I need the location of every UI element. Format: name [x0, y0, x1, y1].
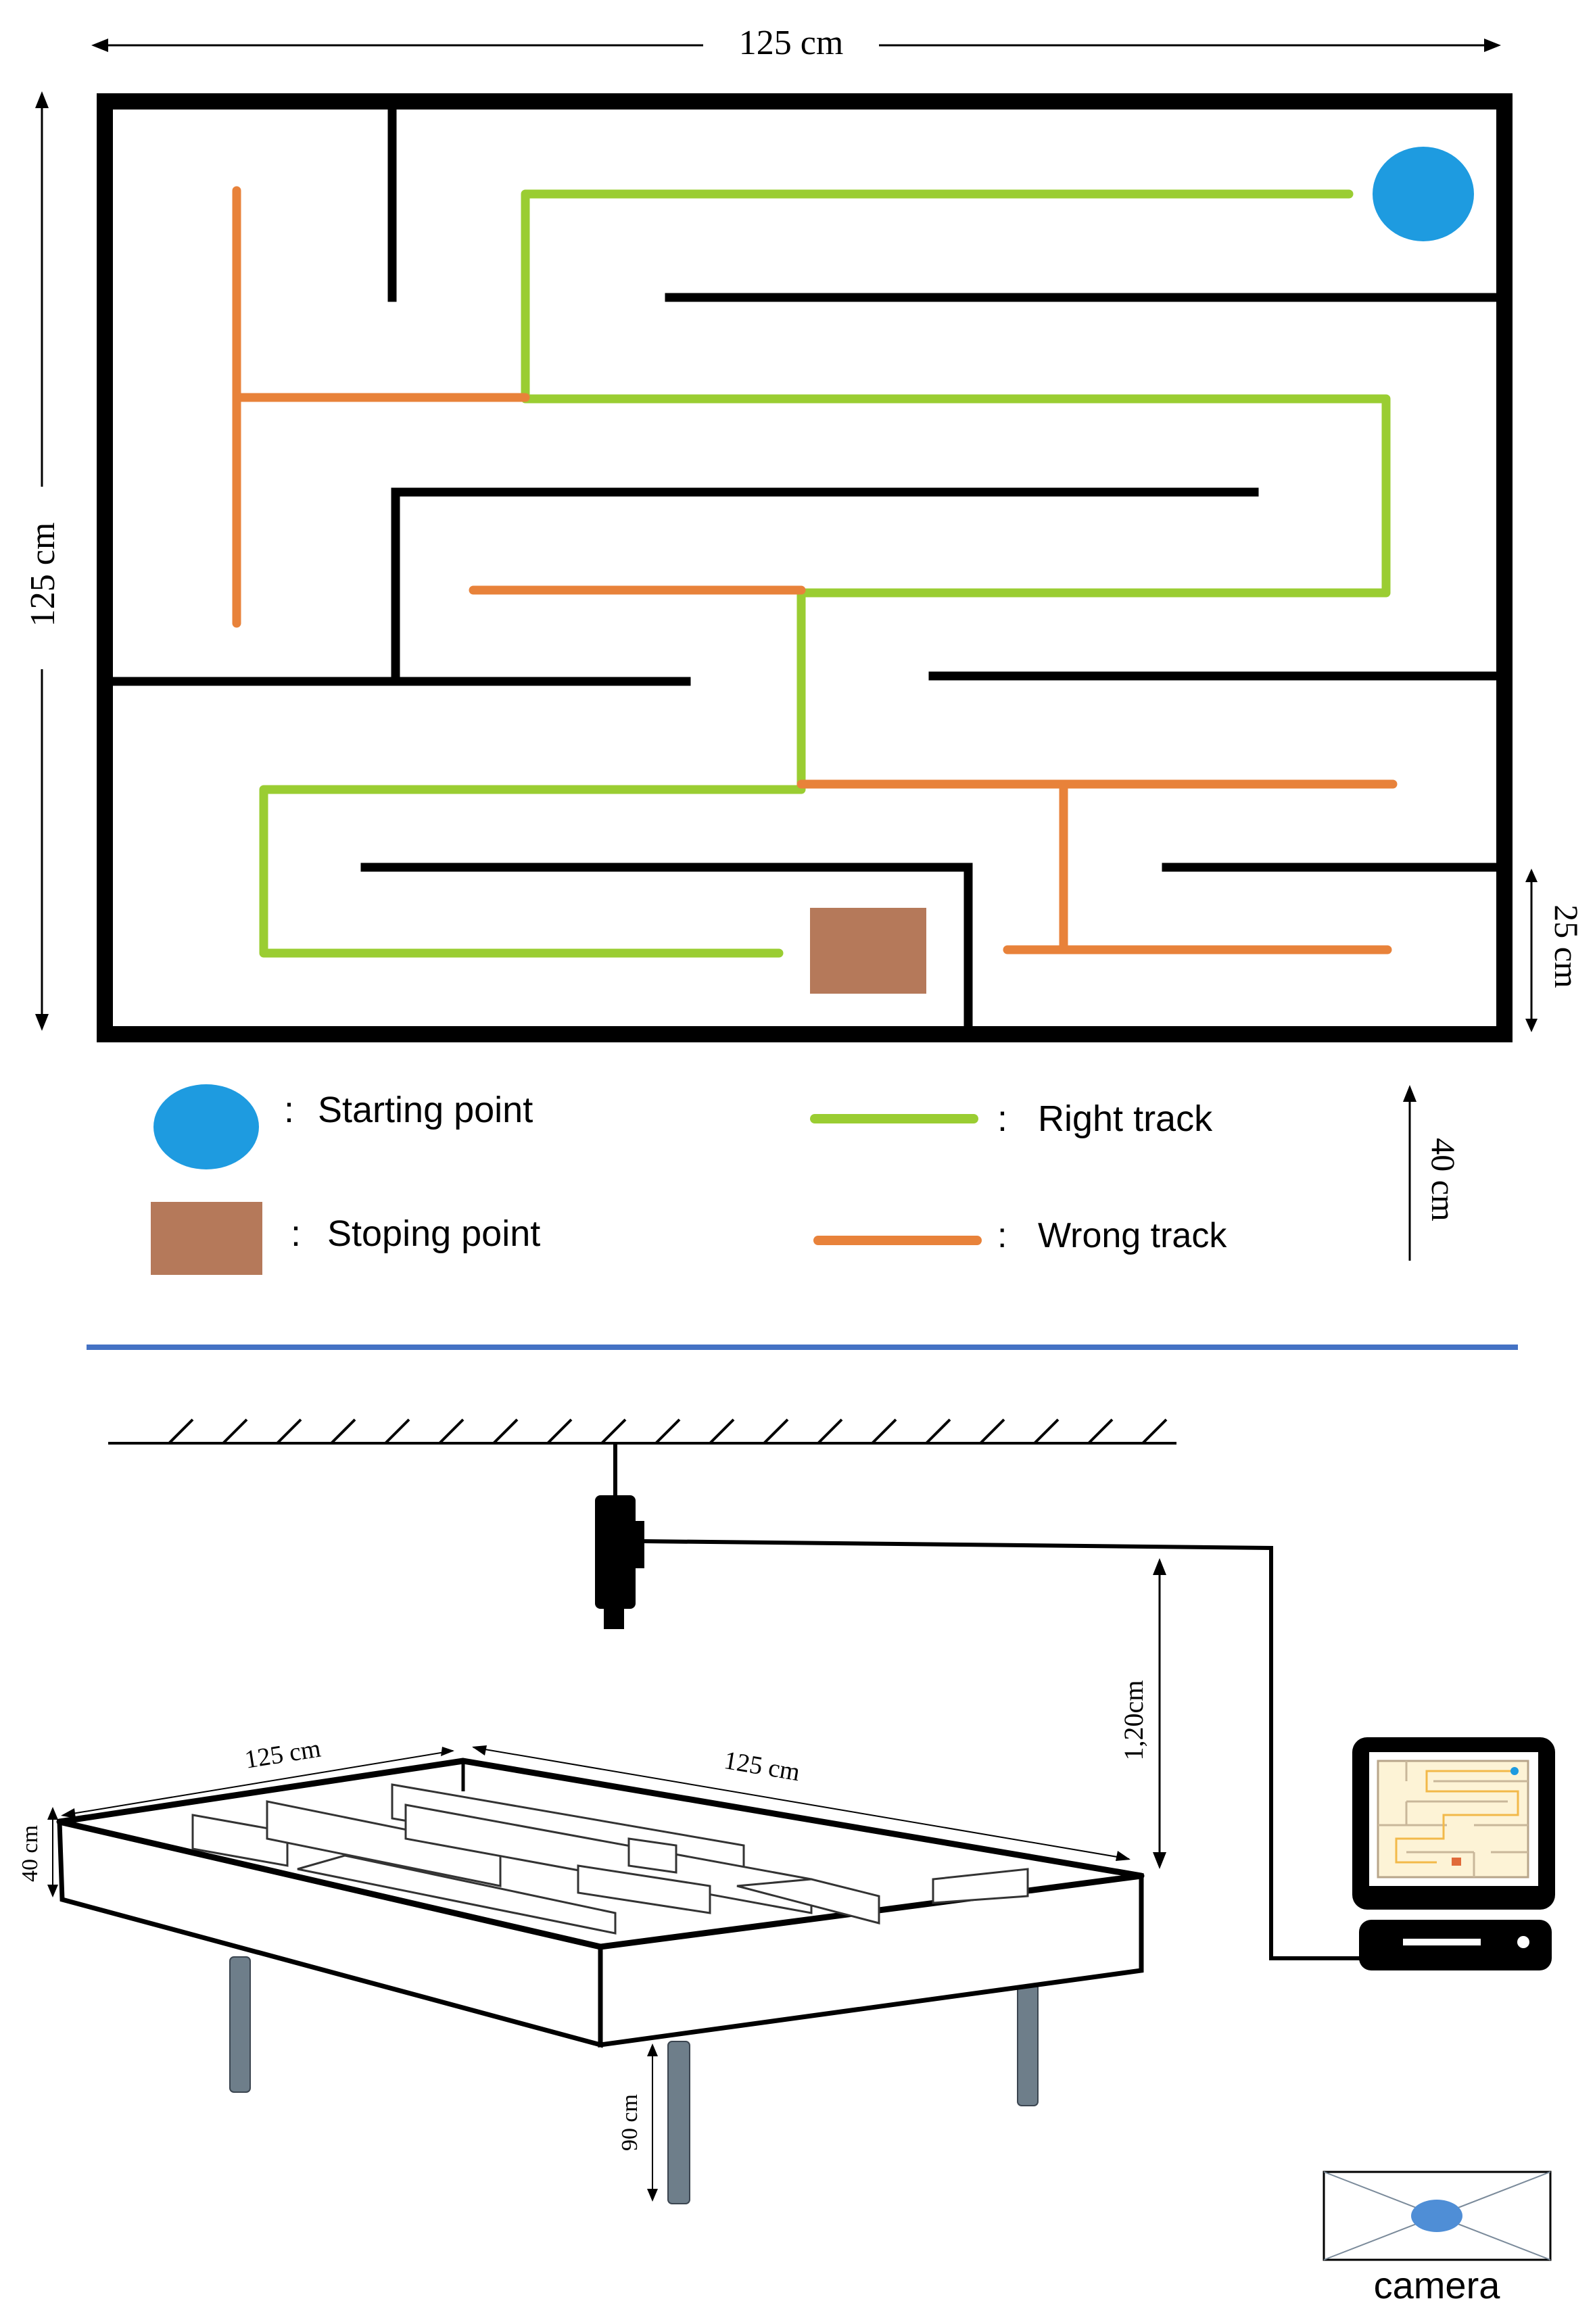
table-inner-walls [191, 1783, 1029, 1935]
cell-dimension: 25 cm [1525, 869, 1586, 1032]
table-leg [1017, 1983, 1039, 2106]
legend-start-label: Starting point [318, 1090, 533, 1130]
wall-height-dimension: 40 cm [1403, 1085, 1462, 1261]
table-leg [667, 2041, 690, 2204]
camera-height-label: 1,20cm [1118, 1680, 1149, 1761]
legend-right-label: Right track [1038, 1098, 1213, 1139]
leg-height-label: 90 cm [617, 2094, 642, 2151]
ceiling-camera [595, 1443, 644, 1629]
table-leg [229, 1956, 251, 2093]
height-label: 125 cm [24, 523, 62, 627]
legend-wrong-separator: : [997, 1216, 1007, 1255]
width-dimension: 125 cm [91, 24, 1501, 62]
table-length-label: 125 cm [722, 1746, 802, 1787]
right-track-path [259, 189, 1391, 958]
maze-table [56, 1758, 1145, 2204]
stopping-point-marker [810, 908, 926, 994]
legend: : Starting point : Stoping point : Right… [151, 1084, 1227, 1275]
experiment-setup: 1,20cm [18, 1418, 1555, 2306]
legend-wrong-label: Wrong track [1038, 1216, 1227, 1255]
camera-legend-label: camera [1374, 2264, 1501, 2306]
table-top-rim [56, 1758, 1145, 1950]
height-dimension: 125 cm [24, 91, 62, 1031]
camera-height-dimension: 1,20cm [1118, 1558, 1166, 1869]
legend-start-swatch [153, 1084, 259, 1169]
table-wall-label: 40 cm [18, 1825, 43, 1882]
maze-outer-wall [97, 93, 1513, 1042]
maze-plan: 125 cm 125 cm [24, 24, 1586, 1275]
legend-start-separator: : [284, 1090, 294, 1130]
wall-height-label: 40 cm [1425, 1138, 1462, 1221]
wrong-track-paths [232, 186, 1398, 954]
camera-cable [644, 1539, 1366, 1960]
legend-right-separator: : [997, 1098, 1007, 1139]
ceiling [108, 1418, 1176, 1445]
starting-point-marker [1373, 147, 1474, 241]
table-width-label: 125 cm [243, 1735, 323, 1774]
camera-legend-icon [1411, 2200, 1462, 2232]
maze-inner-walls [107, 100, 1502, 1036]
camera-legend: camera [1323, 2171, 1552, 2306]
width-label: 125 cm [739, 24, 844, 62]
leg-height-dimension: 90 cm [617, 2043, 658, 2202]
legend-stop-swatch [151, 1202, 262, 1275]
legend-stop-label: Stoping point [327, 1213, 540, 1254]
cell-width-label: 25 cm [1548, 904, 1586, 988]
table-wall-dimension: 40 cm [18, 1807, 58, 1897]
legend-stop-separator: : [291, 1213, 301, 1254]
computer [1352, 1737, 1555, 1970]
